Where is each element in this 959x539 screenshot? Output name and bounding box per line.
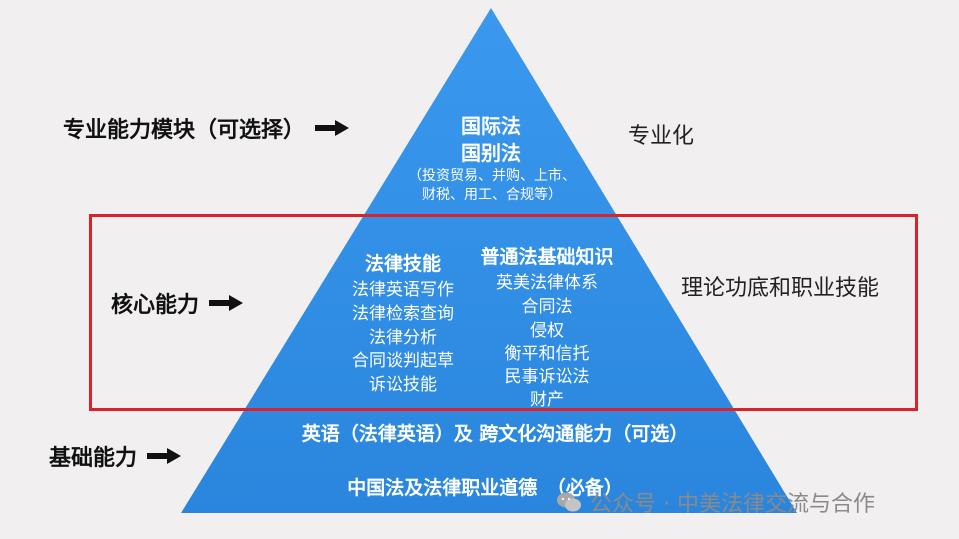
skill-item: 合同谈判起草 [352, 351, 454, 371]
left-label-bottom: 基础能力 [49, 440, 182, 472]
skill-item: 法律检索查询 [352, 304, 454, 324]
knowledge-item: 民事诉讼法 [504, 367, 590, 387]
top-tier-line1: 国际法 [461, 114, 521, 138]
right-label-middle: 理论功底和职业技能 [681, 276, 880, 301]
top-tier-line2: 国别法 [461, 141, 521, 165]
skill-item: 诉讼技能 [369, 375, 437, 395]
knowledge-item: 英美法律体系 [496, 273, 598, 293]
wechat-icon [557, 492, 581, 512]
knowledge-title: 普通法基础知识 [480, 246, 614, 268]
base-tier-line1: 英语（法律英语）及 跨文化沟通能力（可选） [301, 423, 689, 445]
watermark-name: 中美法律交流与合作 [676, 492, 875, 517]
knowledge-item: 合同法 [521, 297, 573, 317]
core-highlight-box [89, 214, 918, 411]
right-arrow-icon [315, 120, 350, 136]
left-label-middle: 核心能力 [111, 287, 244, 319]
skill-item: 法律分析 [369, 328, 437, 348]
left-label-top: 专业能力模块（可选择） [63, 112, 350, 144]
skills-title: 法律技能 [364, 253, 441, 275]
watermark: 公众号 · 中美法律交流与合作 [556, 486, 875, 518]
knowledge-item: 侵权 [530, 321, 564, 341]
watermark-prefix: 公众号 · [590, 492, 677, 517]
top-tier-detail1: （投资贸易、并购、上市、 [408, 168, 576, 184]
knowledge-item: 衡平和信托 [504, 344, 590, 364]
skill-item: 法律英语写作 [352, 280, 454, 300]
right-arrow-icon [209, 295, 244, 311]
knowledge-item: 财产 [530, 390, 564, 410]
right-label-top: 专业化 [628, 124, 695, 149]
right-arrow-icon [147, 448, 182, 464]
top-tier-detail2: 财税、用工、合规等） [422, 187, 562, 203]
base-tier-line2: 中国法及法律职业道德 （必备） [347, 477, 623, 499]
